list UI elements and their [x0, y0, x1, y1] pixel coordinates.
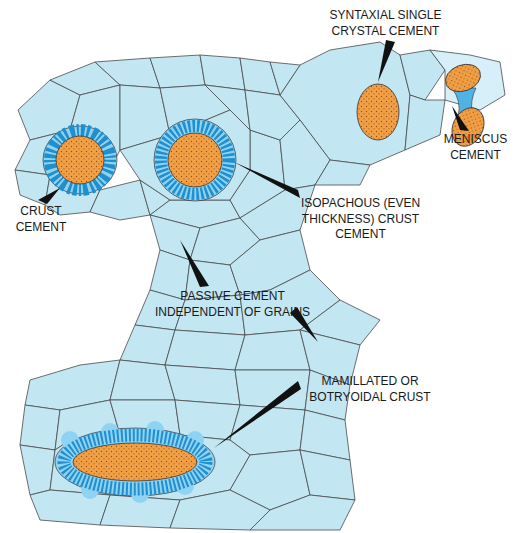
callout-label: MAMILLATED OR BOTRYOIDAL CRUST	[300, 374, 440, 405]
leader-wedges	[38, 40, 469, 448]
syntaxial-grain	[357, 84, 399, 140]
crust-cement-grain	[43, 126, 117, 194]
callout-label: MENISCUS CEMENT	[438, 132, 513, 163]
cement-mosaic	[15, 42, 505, 530]
callout-label: ISOPACHOUS (EVEN THICKNESS) CRUST CEMENT	[298, 196, 423, 243]
callout-label: CRUST CEMENT	[6, 204, 76, 235]
callout-label: SYNTAXIAL SINGLE CRYSTAL CEMENT	[318, 8, 453, 39]
isopachous-crust-grain	[154, 119, 236, 201]
callout-label: PASSIVE CEMENT INDEPENDENT OF GRAINS	[140, 289, 325, 320]
mamillated-crust-grain	[55, 421, 215, 503]
